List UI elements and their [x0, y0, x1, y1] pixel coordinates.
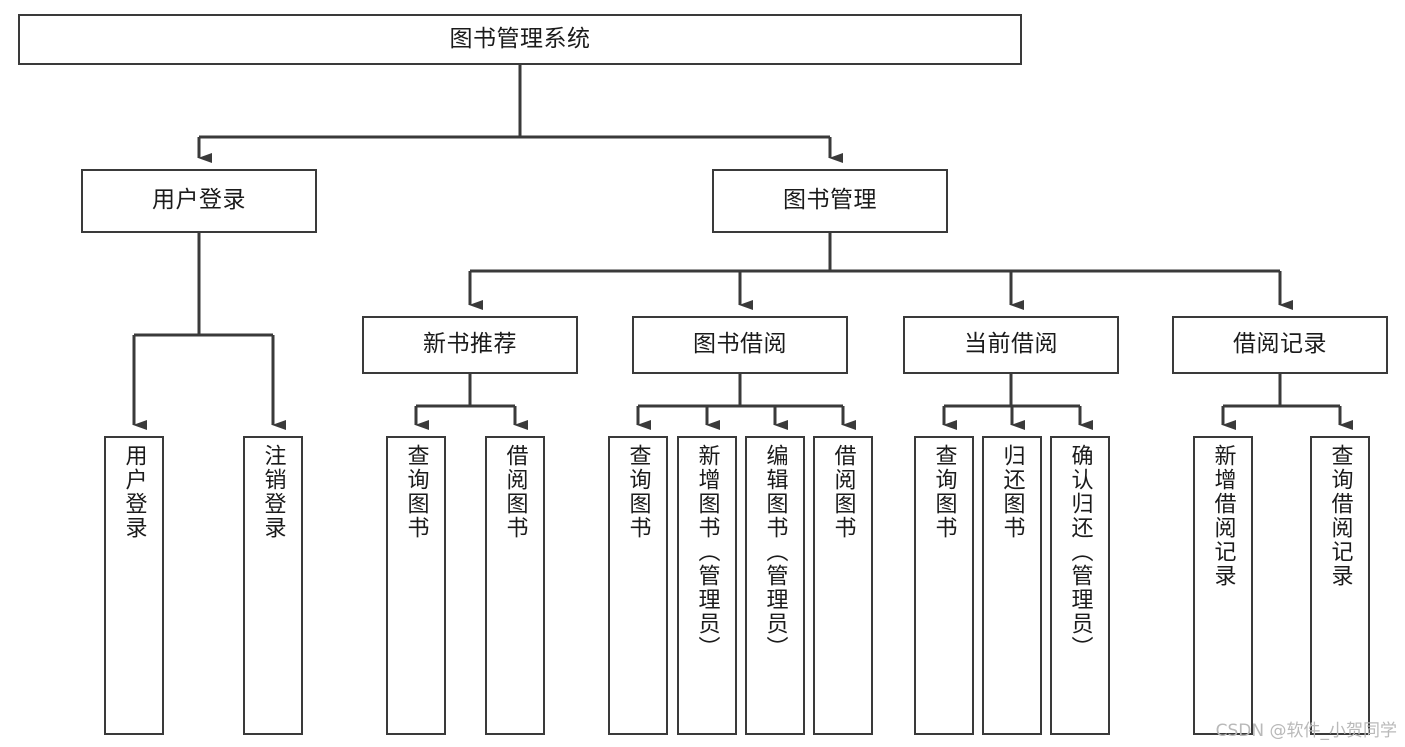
node-root[interactable]: 图书管理系统: [18, 14, 1022, 65]
leaf-query-book-newbook[interactable]: 查询图书: [386, 436, 446, 735]
leaf-label: 查询图书: [625, 444, 651, 540]
leaf-query-book-borrow[interactable]: 查询图书: [608, 436, 668, 735]
node-borrow-records[interactable]: 借阅记录: [1172, 316, 1388, 374]
leaf-confirm-return-admin[interactable]: 确认归还（管理员）: [1050, 436, 1110, 735]
leaf-edit-book-admin[interactable]: 编辑图书（管理员）: [745, 436, 805, 735]
leaf-label: 查询借阅记录: [1327, 444, 1353, 588]
leaf-label: 编辑图书（管理员）: [762, 444, 788, 660]
leaf-label: 新增图书（管理员）: [694, 444, 720, 660]
node-borrow-records-label: 借阅记录: [1233, 331, 1327, 358]
leaf-add-borrow-record[interactable]: 新增借阅记录: [1193, 436, 1253, 735]
leaf-logout-login[interactable]: 注销登录: [243, 436, 303, 735]
node-user-login[interactable]: 用户登录: [81, 169, 317, 233]
leaf-query-borrow-record[interactable]: 查询借阅记录: [1310, 436, 1370, 735]
node-root-label: 图书管理系统: [449, 25, 591, 52]
node-current-borrow[interactable]: 当前借阅: [903, 316, 1119, 374]
node-book-management-label: 图书管理: [783, 187, 877, 214]
leaf-label: 用户登录: [121, 444, 147, 540]
leaf-label: 查询图书: [931, 444, 957, 540]
node-user-login-label: 用户登录: [152, 187, 246, 214]
node-book-borrow[interactable]: 图书借阅: [632, 316, 848, 374]
leaf-label: 借阅图书: [502, 444, 528, 540]
leaf-label: 确认归还（管理员）: [1067, 444, 1093, 660]
leaf-borrow-book[interactable]: 借阅图书: [813, 436, 873, 735]
node-book-borrow-label: 图书借阅: [693, 331, 787, 358]
watermark: CSDN @软件_小贺同学: [1215, 721, 1397, 741]
leaf-borrow-book-newbook[interactable]: 借阅图书: [485, 436, 545, 735]
leaf-label: 查询图书: [403, 444, 429, 540]
leaf-query-book-current[interactable]: 查询图书: [914, 436, 974, 735]
node-current-borrow-label: 当前借阅: [964, 331, 1058, 358]
node-new-book-recommend-label: 新书推荐: [423, 331, 517, 358]
leaf-label: 借阅图书: [830, 444, 856, 540]
leaf-return-book[interactable]: 归还图书: [982, 436, 1042, 735]
leaf-user-login[interactable]: 用户登录: [104, 436, 164, 735]
node-book-management[interactable]: 图书管理: [712, 169, 948, 233]
leaf-label: 注销登录: [260, 444, 286, 540]
leaf-label: 归还图书: [999, 444, 1025, 540]
leaf-label: 新增借阅记录: [1210, 444, 1236, 588]
node-new-book-recommend[interactable]: 新书推荐: [362, 316, 578, 374]
leaf-add-book-admin[interactable]: 新增图书（管理员）: [677, 436, 737, 735]
